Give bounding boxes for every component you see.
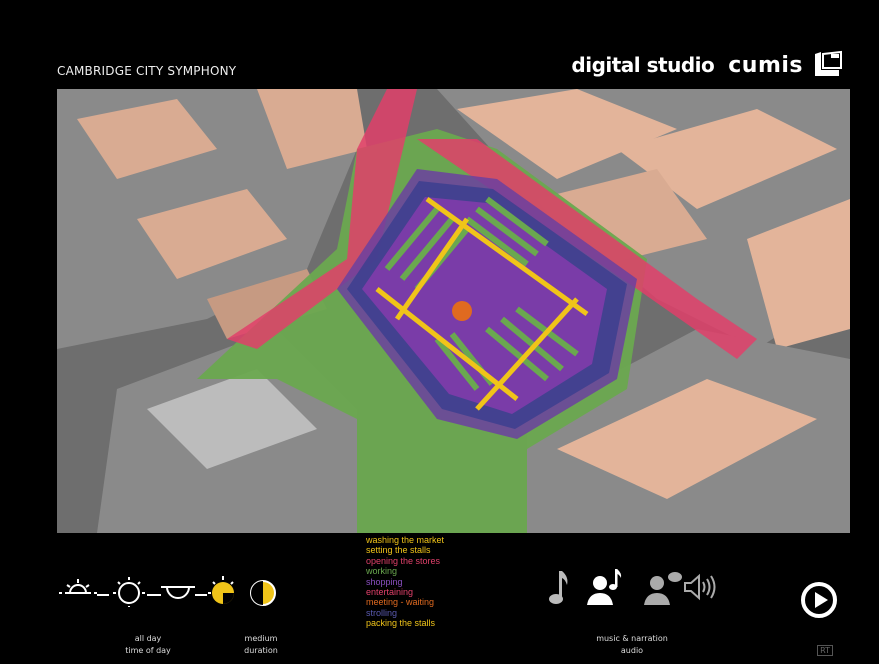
activity-item[interactable]: packing the stalls <box>366 618 436 629</box>
brand-studio: digital studio <box>571 53 715 77</box>
activity-item[interactable]: working <box>366 566 398 577</box>
sunrise-icon[interactable] <box>59 579 97 594</box>
audio-label: audio <box>620 646 644 655</box>
play-icon <box>815 592 828 608</box>
duration-caption: medium duration <box>226 633 296 657</box>
page-title: CAMBRIDGE CITY SYMPHONY <box>57 64 237 78</box>
brand-name: cumis <box>728 52 803 78</box>
control-bar: all day time of day medium duration wash… <box>0 535 879 664</box>
activity-item[interactable]: washing the market <box>366 535 445 545</box>
speaker-icon[interactable] <box>684 573 716 601</box>
audio-value: music & narration <box>596 634 668 643</box>
corner-mark: RT <box>817 645 833 656</box>
sun-icon[interactable] <box>113 577 145 607</box>
activity-item[interactable]: meeting - waiting <box>366 597 435 608</box>
music-note-icon[interactable] <box>549 571 568 604</box>
audio-caption: music & narration audio <box>582 633 682 657</box>
duration-value: medium <box>244 634 278 643</box>
play-button[interactable] <box>801 582 837 618</box>
activity-item[interactable]: opening the stores <box>366 555 441 566</box>
time-of-day-caption: all day time of day <box>118 633 178 657</box>
noon-sun-icon[interactable] <box>208 576 234 604</box>
activity-item[interactable]: entertaining <box>366 587 414 598</box>
activity-item[interactable]: strolling <box>366 607 398 618</box>
time-of-day-label: time of day <box>125 646 171 655</box>
duration-label: duration <box>244 646 278 655</box>
time-of-day-value: all day <box>134 634 162 643</box>
cumis-logo-icon <box>815 50 842 76</box>
audio-selector[interactable] <box>545 565 745 615</box>
brand: digital studio cumis <box>571 50 845 80</box>
time-of-day-selector[interactable] <box>57 557 302 607</box>
activity-item[interactable]: setting the stalls <box>366 545 431 556</box>
half-moon-icon[interactable] <box>250 580 276 606</box>
activity-legend[interactable]: washing the market setting the stalls op… <box>366 535 444 629</box>
market-square-map[interactable] <box>57 89 850 533</box>
sunset-icon[interactable] <box>161 586 195 599</box>
person-speech-icon[interactable] <box>644 572 682 605</box>
person-music-icon[interactable] <box>587 569 622 605</box>
activity-item[interactable]: shopping <box>366 576 403 587</box>
